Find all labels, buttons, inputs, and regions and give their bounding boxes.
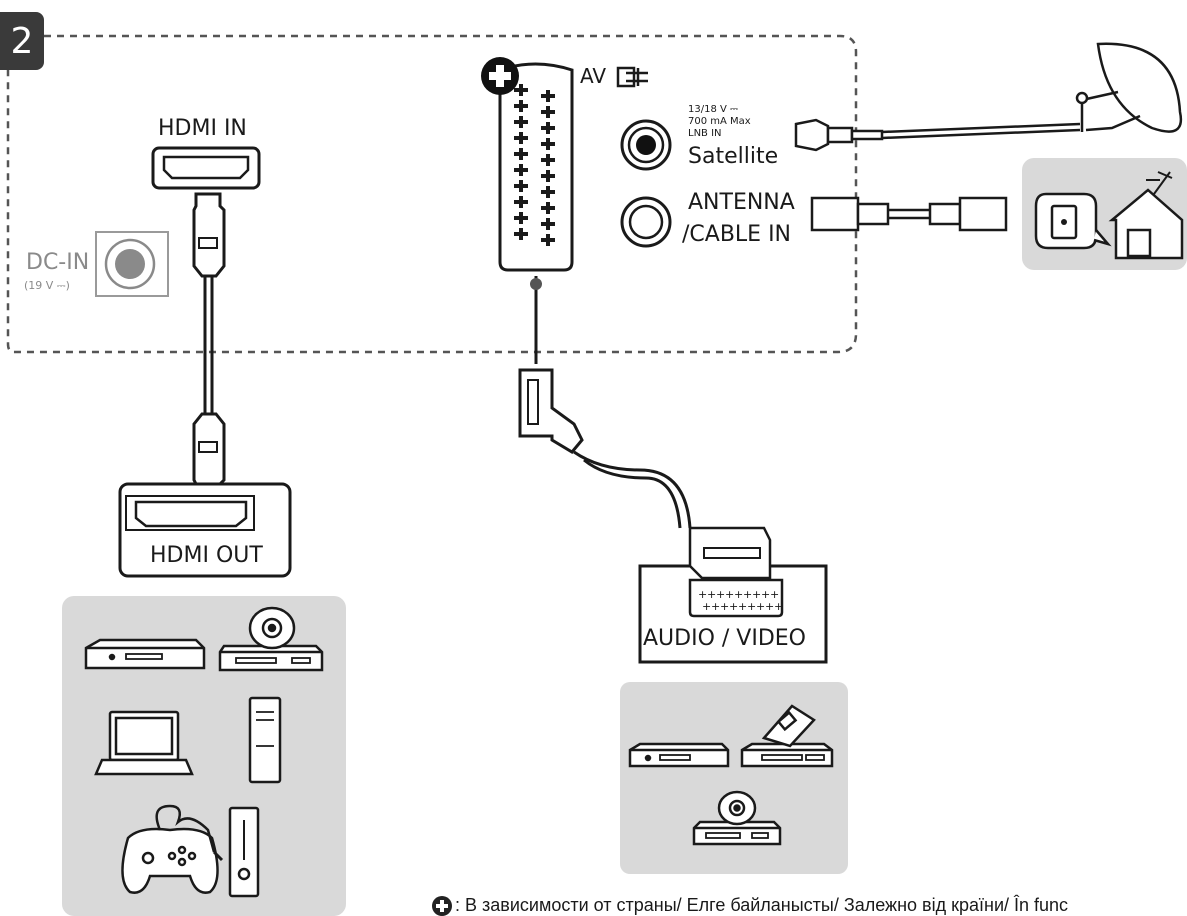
scart-pin — [546, 90, 550, 102]
scart-pin — [519, 180, 523, 192]
scart-pin — [519, 116, 523, 128]
scart-pin — [546, 154, 550, 166]
satellite-spec-voltage: 13/18 V ⎓ — [688, 104, 738, 115]
av-devices-panel — [620, 682, 848, 874]
game-controller-icon — [121, 804, 224, 894]
av-scart-pin: + — [752, 588, 761, 601]
hdmi-devices-panel — [62, 596, 346, 916]
av-scart-pin: + — [761, 588, 770, 601]
av-scart-pin: + — [716, 588, 725, 601]
dc-in-label: DC-IN — [26, 250, 90, 275]
laptop-icon — [94, 710, 194, 776]
av-scart-pin: + — [747, 600, 756, 613]
scart-symbol-icon — [616, 66, 648, 88]
av-scart-pin: + — [702, 600, 711, 613]
scart-pin — [519, 100, 523, 112]
scart-pin — [546, 234, 550, 246]
antenna-label-line2: /CABLE IN — [682, 222, 792, 247]
av-scart-pin: + — [765, 600, 774, 613]
satellite-dish-icon — [1075, 42, 1183, 133]
av-scart-pin: + — [743, 588, 752, 601]
antenna-label-line1: ANTENNA — [688, 190, 795, 215]
satellite-port — [620, 119, 672, 171]
scart-pin — [519, 132, 523, 144]
disc-player-icon — [692, 790, 782, 846]
scart-pin — [546, 186, 550, 198]
av-scart-pin: + — [711, 600, 720, 613]
av-scart-pins: ++++++++++++++++++ — [698, 588, 783, 613]
game-console-icon — [228, 806, 260, 898]
scart-pin — [546, 218, 550, 230]
satellite-label: Satellite — [688, 144, 779, 169]
vcr-icon — [628, 742, 730, 768]
av-label: AV — [580, 64, 607, 88]
hdmi-in-label: HDMI IN — [158, 116, 247, 141]
footnote-text: : В зависимости от страны/ Елге байланыс… — [455, 895, 1069, 915]
scart-pin — [519, 84, 523, 96]
scart-pin — [519, 164, 523, 176]
house-antenna-panel — [1022, 158, 1187, 270]
step-number-badge: 2 — [0, 12, 44, 70]
scart-port — [498, 62, 574, 272]
scart-pin — [519, 148, 523, 160]
dc-in-voltage: (19 V ⎓) — [24, 279, 70, 292]
tv-panel-outline — [6, 34, 858, 354]
av-scart-pin: + — [720, 600, 729, 613]
disc-player-icon — [218, 606, 324, 672]
scart-pin — [519, 196, 523, 208]
av-scart-pin: + — [725, 588, 734, 601]
satellite-spec-lnb: LNB IN — [688, 128, 722, 139]
av-scart-pin: + — [707, 588, 716, 601]
av-scart-pin: + — [770, 588, 779, 601]
av-scart-pin: + — [756, 600, 765, 613]
satellite-spec-current: 700 mA Max — [688, 116, 751, 127]
antenna-cable — [810, 196, 1008, 232]
av-scart-pin: + — [734, 588, 743, 601]
av-box-label: AUDIO / VIDEO — [643, 626, 806, 651]
hdmi-cable — [192, 192, 226, 498]
antenna-port — [620, 196, 672, 248]
scart-pins — [514, 84, 555, 246]
av-scart-pin: + — [774, 600, 783, 613]
av-scart-pin: + — [698, 588, 707, 601]
av-scart-pin: + — [738, 600, 747, 613]
desktop-tower-icon — [248, 696, 282, 784]
satellite-cable — [794, 118, 1081, 152]
dc-in-jack — [95, 231, 169, 297]
scart-pin — [519, 212, 523, 224]
scart-pin — [546, 170, 550, 182]
scart-cable — [518, 276, 692, 529]
av-scart-pin: + — [729, 600, 738, 613]
hdmi-out-box — [118, 482, 292, 578]
circle-plus-icon — [481, 57, 519, 95]
scart-pin — [546, 138, 550, 150]
scart-pin — [519, 228, 523, 240]
scart-pin — [546, 106, 550, 118]
hdmi-in-port — [151, 146, 261, 190]
dvd-player-icon — [84, 638, 206, 670]
av-box: ++++++++++++++++++ — [638, 526, 828, 664]
scart-pin — [546, 202, 550, 214]
hdmi-out-label: HDMI OUT — [150, 543, 263, 568]
tape-recorder-icon — [740, 704, 834, 768]
circle-plus-icon — [432, 896, 452, 916]
scart-pin — [546, 122, 550, 134]
